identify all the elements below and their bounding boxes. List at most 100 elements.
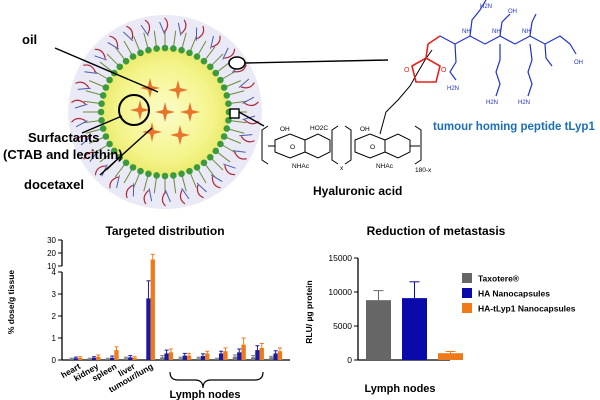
coating-strand — [74, 103, 88, 109]
chart2-title: Reduction of metastasis — [367, 224, 506, 238]
chart2-legend-label: Taxotere® — [478, 274, 520, 284]
chart2-legend-label: HA-tLyp1 Nanocapsules — [478, 304, 576, 314]
ha-chain — [196, 184, 204, 199]
chart1-ytick-label: 0 — [52, 356, 57, 365]
ha-chain — [180, 19, 187, 35]
surfactant-head — [170, 45, 177, 52]
docetaxel-star — [168, 80, 188, 100]
docetaxel-star — [180, 102, 200, 122]
surfactant-tail — [228, 128, 245, 134]
chart1-bar — [77, 357, 83, 360]
surfactant-tail — [230, 120, 247, 124]
ha-ho2c-label: HO2C — [310, 125, 328, 132]
chart1-bar — [277, 351, 283, 360]
ha-chain — [244, 101, 259, 107]
ha-bracket-right — [414, 125, 422, 165]
ha-chain — [126, 25, 134, 40]
surfactant-head — [200, 159, 208, 167]
linker-o-label: O — [404, 67, 410, 74]
surfactant-tail — [153, 177, 157, 194]
peptide-sidechain — [544, 43, 553, 67]
chart1-ytick-label: 3 — [52, 290, 57, 299]
peptide-sidechain — [559, 35, 577, 55]
linker-bond — [425, 43, 429, 59]
surfactant-tail — [197, 40, 207, 56]
surfactant-head — [193, 53, 201, 60]
chart2-bars — [366, 281, 463, 360]
ha-callout-square — [229, 108, 240, 119]
ha-chain — [94, 48, 106, 59]
linker-o-label: O — [441, 67, 447, 74]
surfactant-head — [161, 172, 169, 180]
docetaxel-star — [170, 125, 190, 145]
chart1-bar — [218, 353, 224, 360]
coating-strand — [116, 175, 120, 189]
surfactant-head — [122, 159, 130, 167]
peptide-sidechain — [449, 43, 457, 81]
peptide-h2n-label: H2N — [480, 4, 492, 10]
ha-chain — [240, 136, 255, 143]
linker-bond — [427, 35, 441, 45]
coating-strand — [77, 87, 91, 90]
coating-strand — [140, 24, 149, 37]
chart1-bar — [178, 358, 183, 360]
peptide-nh-label: NH — [462, 29, 471, 35]
surfactant-tail — [153, 30, 157, 47]
chart1-bar — [160, 357, 165, 360]
chart1-bar — [182, 355, 187, 360]
surfactant-tail — [143, 175, 149, 192]
ha-chain — [196, 25, 205, 40]
coating-strand — [80, 136, 92, 146]
surfactant-head — [220, 133, 228, 140]
chart1-bar — [223, 351, 228, 360]
surfactant-tail — [83, 100, 100, 104]
chart1-ytick-label: 20 — [47, 249, 56, 258]
coating-strand — [84, 71, 98, 74]
ha-connector — [238, 111, 265, 127]
ha-chain — [240, 82, 255, 89]
chart1-ytick-label: 1 — [52, 334, 57, 343]
linker-atom-labels: O O — [404, 67, 447, 74]
coating-strand — [239, 134, 253, 137]
surfactant-head — [145, 46, 152, 54]
chart1-bar — [87, 358, 92, 360]
surfactant-tail — [217, 151, 231, 163]
ha-atom-labels: OH HO2C NHAc O x OH NHAc O 180-x — [280, 125, 432, 174]
surfactant-tail — [225, 80, 241, 88]
chart1-bar — [168, 352, 174, 360]
chart1-bar — [214, 358, 219, 360]
ha-chain — [179, 189, 186, 205]
chart1-title: Targeted distribution — [105, 224, 224, 238]
surfactants-label: Surfactants — [28, 130, 100, 145]
chart1-bar — [241, 344, 246, 360]
chart2-ytick-label: 10000 — [328, 287, 352, 297]
chart1-bar — [123, 358, 129, 360]
surfactant-tails — [83, 30, 247, 194]
coating-strand — [238, 78, 250, 88]
surfactant-heads — [97, 44, 233, 180]
docetaxel-pointer — [99, 127, 153, 176]
surfactant-tail — [133, 36, 141, 52]
surfactant-tail — [123, 168, 133, 184]
ha-ring-2 — [304, 133, 331, 159]
chart1-bar — [146, 298, 151, 360]
peptide-callout-ellipse — [228, 56, 246, 70]
ha-bracket-mid-right — [344, 125, 352, 165]
targeted-distribution-chart: Targeted distribution % dose/g tissue 01… — [6, 224, 290, 400]
surfactant-head — [129, 164, 137, 171]
surfactant-tail — [204, 46, 216, 60]
coating-strand — [177, 22, 182, 36]
surfactant-head — [102, 84, 110, 91]
reduction-of-metastasis-chart: Reduction of metastasis RLU/ µg protein … — [304, 224, 576, 395]
peptide-oh-label: OH — [508, 9, 517, 15]
ha-chain — [83, 151, 96, 160]
nanocapsule-particle — [68, 15, 262, 209]
surfactant-tail — [189, 36, 197, 52]
chart2-legend-label: HA Nanocapsules — [478, 289, 550, 299]
surfactant-tail — [133, 172, 141, 188]
coating-strand — [210, 174, 223, 183]
ha-oh-label: OH — [360, 126, 370, 133]
chart1-ytick-label: 30 — [47, 236, 56, 245]
